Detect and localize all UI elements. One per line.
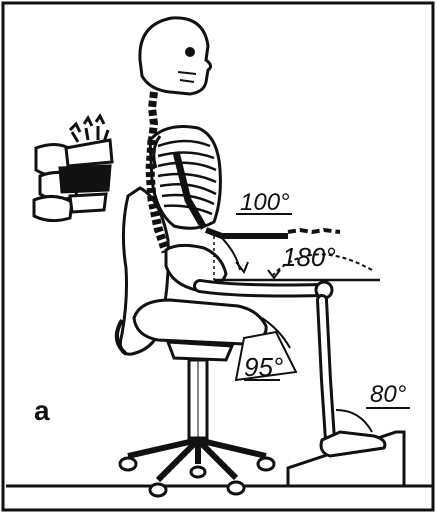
panel-label: a xyxy=(34,395,50,426)
skeleton xyxy=(140,18,385,456)
hip-angle-label: 95° xyxy=(244,352,283,382)
ankle-angle-label: 80° xyxy=(370,381,407,408)
elbow-angle-label: 100° xyxy=(240,189,290,216)
vertebrae-detail xyxy=(34,116,112,221)
table-angle-label: 180° xyxy=(282,242,336,272)
